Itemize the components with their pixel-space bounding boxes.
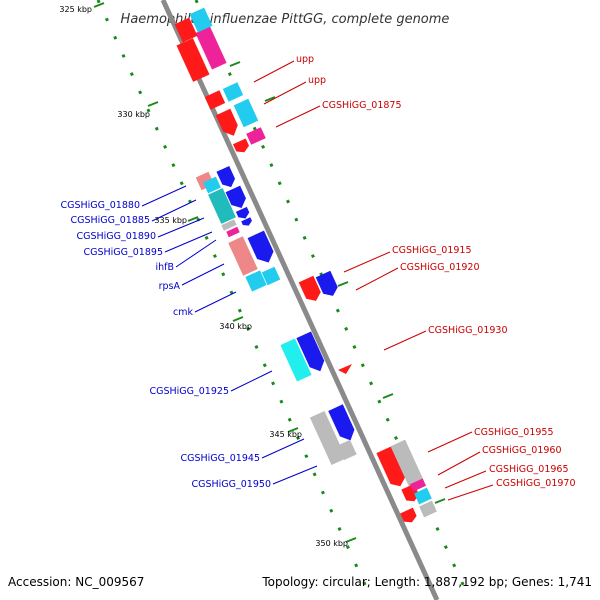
gene-block-magenta[interactable]	[246, 127, 266, 145]
genome-summary: Topology: circular; Length: 1,887,192 bp…	[261, 575, 592, 589]
outer-ticks	[229, 61, 446, 504]
gene-label-right[interactable]: CGSHiGG_01920	[400, 262, 480, 273]
leader-lines-right	[253, 60, 494, 501]
gene-label-right[interactable]: CGSHiGG_01965	[489, 464, 569, 475]
gene-label-left[interactable]: ihfB	[155, 262, 174, 273]
gene-label-left[interactable]: CGSHiGG_01950	[191, 479, 271, 490]
gene-block-cyan[interactable]	[280, 338, 312, 382]
gene-label-right[interactable]: upp	[296, 54, 314, 65]
gene-cluster-01915	[298, 270, 341, 304]
gene-arrow-blue[interactable]	[216, 165, 237, 190]
gene-arrow-red[interactable]	[376, 446, 407, 489]
gene-block-magenta[interactable]	[195, 26, 227, 70]
gene-label-right[interactable]: CGSHiGG_01970	[496, 478, 576, 489]
gene-label-left[interactable]: CGSHiGG_01880	[60, 200, 140, 211]
gene-block-red[interactable]	[204, 90, 226, 110]
gene-cluster-upp	[174, 7, 266, 155]
gene-block-red[interactable]	[176, 38, 210, 82]
gene-arrow-blue[interactable]	[235, 206, 251, 221]
gene-block-magenta[interactable]	[226, 226, 240, 238]
gene-block-cyan[interactable]	[414, 487, 432, 505]
gene-cluster-left	[195, 165, 281, 292]
scale-label: 340 kbp	[219, 322, 252, 331]
gene-block-cyan[interactable]	[189, 7, 213, 33]
gene-cluster-01945	[309, 404, 358, 465]
scale-label: 350 kbp	[315, 539, 348, 548]
gene-label-left[interactable]: CGSHiGG_01925	[149, 386, 229, 397]
gene-label-right[interactable]: CGSHiGG_01930	[428, 325, 508, 336]
gene-block-red[interactable]	[174, 17, 198, 43]
gene-arrow-blue[interactable]	[328, 404, 358, 443]
gene-block-grey[interactable]	[309, 411, 347, 465]
gene-arrow-blue[interactable]	[296, 331, 327, 374]
genome-backbone	[160, 0, 440, 600]
gene-block-cyan[interactable]	[233, 98, 259, 128]
gene-label-left[interactable]: CGSHiGG_01885	[70, 215, 150, 226]
gene-block-cyan[interactable]	[261, 266, 281, 286]
gene-arrow-blue[interactable]	[241, 217, 253, 228]
gene-block-grey[interactable]	[390, 439, 424, 487]
gene-arrow-blue[interactable]	[247, 230, 277, 267]
scale-label: 330 kbp	[117, 110, 150, 119]
scale-label: 325 kbp	[59, 5, 92, 14]
gene-cluster-01955	[376, 439, 437, 526]
gene-label-left[interactable]: CGSHiGG_01945	[180, 453, 260, 464]
gene-label-left[interactable]: rpsA	[159, 281, 181, 292]
gene-block-magenta[interactable]	[409, 478, 427, 492]
scale-label: 345 kbp	[269, 430, 302, 439]
gene-arrow-blue[interactable]	[225, 185, 249, 212]
gene-arrow-red[interactable]	[400, 507, 418, 526]
gene-arrow-red[interactable]	[215, 108, 241, 139]
leader-lines-left	[141, 185, 318, 485]
gene-label-left[interactable]: cmk	[173, 307, 193, 318]
gene-arrow-red[interactable]	[298, 275, 324, 304]
gene-label-right[interactable]: CGSHiGG_01875	[322, 100, 402, 111]
gene-block-grey[interactable]	[419, 500, 437, 518]
gene-label-right[interactable]: upp	[308, 75, 326, 86]
gene-block-cyan[interactable]	[222, 82, 244, 102]
gene-block-grey[interactable]	[337, 439, 357, 461]
gene-block-teal[interactable]	[208, 188, 236, 224]
gene-arrow-red[interactable]	[232, 138, 251, 155]
accession-label: Accession: NC_009567	[8, 575, 144, 589]
gene-arrow-blue[interactable]	[315, 270, 341, 299]
gene-block-grey[interactable]	[221, 219, 237, 231]
gene-label-left[interactable]: CGSHiGG_01895	[83, 247, 163, 258]
gene-label-left[interactable]: CGSHiGG_01890	[76, 231, 156, 242]
gene-label-right[interactable]: CGSHiGG_01960	[482, 445, 562, 456]
gene-arrow-red-small[interactable]	[338, 364, 352, 374]
gene-block-salmon[interactable]	[228, 236, 258, 276]
scale-ticks	[93, 2, 357, 543]
gene-block-cyan[interactable]	[203, 176, 221, 194]
gene-label-right[interactable]: CGSHiGG_01915	[392, 245, 472, 256]
gene-block-cyan[interactable]	[245, 270, 267, 292]
gene-cluster-01925	[280, 331, 352, 382]
gene-label-right[interactable]: CGSHiGG_01955	[474, 427, 554, 438]
scale-label: 335 kbp	[154, 216, 187, 225]
